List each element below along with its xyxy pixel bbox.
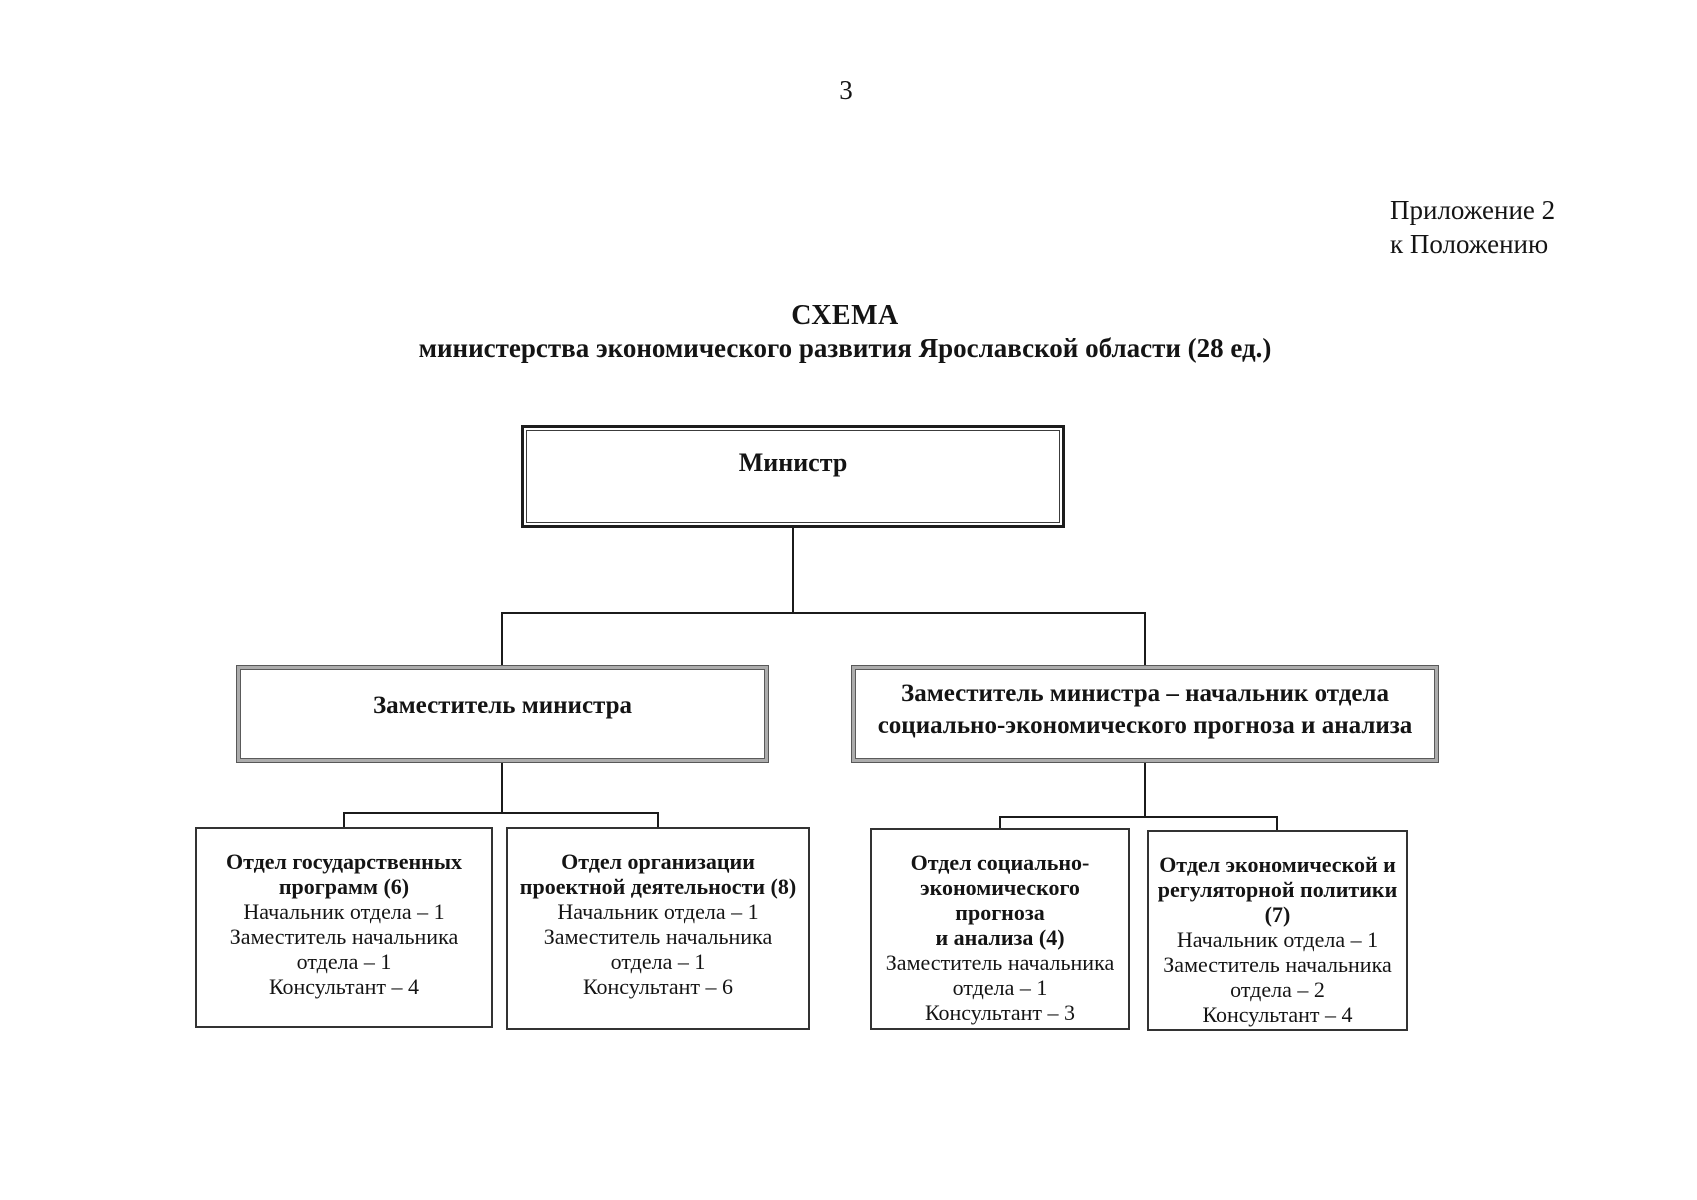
dept-title: Отдел организации проектной деятельности…: [519, 849, 797, 899]
dept-staff-list: Заместитель начальника отдела – 1 Консул…: [885, 950, 1115, 1025]
page-number: 3: [839, 75, 853, 105]
dept-staff-list: Начальник отдела – 1 Заместитель начальн…: [1163, 927, 1392, 1027]
connector-left-subtree-horizontal: [343, 812, 659, 814]
dept-title: Отдел экономической и регуляторной полит…: [1157, 852, 1398, 927]
connector-dept2-drop: [657, 812, 659, 828]
org-box-dept-socioeconomic-forecast: Отдел социально- экономического прогноза…: [870, 828, 1130, 1030]
connector-deputy-left-drop: [501, 612, 503, 666]
connector-dept4-drop: [1276, 816, 1278, 831]
org-box-dept-economic-regulatory-policy: Отдел экономической и регуляторной полит…: [1147, 830, 1408, 1031]
connector-deputy-left-down: [501, 763, 503, 814]
dept-staff-list: Начальник отдела – 1 Заместитель начальн…: [229, 899, 459, 999]
page-title: СХЕМА: [791, 300, 899, 331]
connector-deputy-right-drop: [1144, 612, 1146, 666]
connector-dept3-drop: [999, 816, 1001, 829]
appendix-note: Приложение 2 к Положению: [1390, 195, 1556, 259]
page-subtitle: министерства экономического развития Яро…: [418, 333, 1272, 363]
dept-staff-list: Начальник отдела – 1 Заместитель начальн…: [543, 899, 773, 999]
org-box-minister: Министр: [521, 425, 1065, 528]
dept-title: Отдел государственных программ (6): [225, 849, 462, 899]
connector-deputy-right-down: [1144, 763, 1146, 818]
org-box-deputy-minister-head-of-forecast: Заместитель министра – начальник отдела …: [851, 665, 1439, 763]
org-box-dept-project-activity: Отдел организации проектной деятельности…: [506, 827, 810, 1030]
org-box-deputy-minister: Заместитель министра: [236, 665, 769, 763]
connector-right-subtree-horizontal: [999, 816, 1278, 818]
dept-title: Отдел социально- экономического прогноза…: [910, 850, 1090, 950]
org-box-deputy-minister-label: Заместитель министра: [237, 666, 768, 762]
org-box-deputy-minister-head-of-forecast-label: Заместитель министра – начальник отдела …: [852, 666, 1438, 762]
org-box-minister-label: Министр: [526, 430, 1060, 523]
connector-level2-horizontal: [501, 612, 1146, 614]
org-box-dept-state-programs: Отдел государственных программ (6) Начал…: [195, 827, 493, 1028]
connector-dept1-drop: [343, 812, 345, 828]
connector-minister-down: [792, 528, 794, 614]
